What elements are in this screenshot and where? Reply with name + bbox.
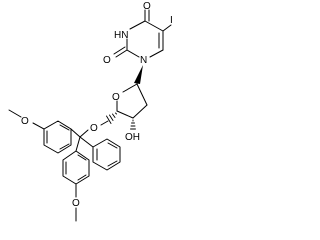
structure-diagram: O HN I O N O OH O O O [8, 1, 173, 222]
label-methoxy-o-lower: O [72, 198, 80, 209]
hydroxyl-hash-bond [130, 119, 136, 130]
upper-anisyl-ring [8, 109, 72, 154]
c5-hash-bond [106, 112, 117, 124]
sugar-ring [116, 83, 148, 119]
label-iodine: I [170, 15, 173, 26]
label-uracil-o2: O [103, 55, 111, 66]
trityl-center [70, 128, 94, 152]
uracil-ring [113, 9, 172, 58]
c5-ether-bond [100, 120, 109, 126]
label-methoxy-o-upper: O [21, 116, 29, 127]
label-uracil-n1: N [140, 55, 147, 66]
molecule-drawing: O HN I O N O OH O O O [8, 1, 173, 222]
label-ether-o: O [90, 123, 98, 134]
ether-trityl-bond [79, 129, 89, 138]
label-uracil-n3h: HN [114, 30, 128, 41]
label-sugar-ring-o: O [112, 92, 120, 103]
phenyl-ring [92, 138, 121, 171]
label-sugar-oh: OH [125, 132, 140, 143]
lower-anisyl-ring [62, 150, 90, 222]
glycosidic-wedge [134, 65, 143, 84]
label-uracil-o4: O [143, 1, 151, 12]
